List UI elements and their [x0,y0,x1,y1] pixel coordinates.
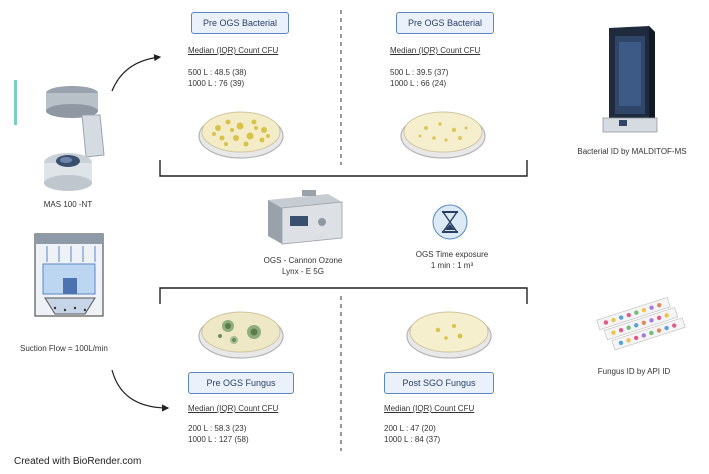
suction-chamber-icon [34,233,104,317]
value-bottom-right-2: 1000 L : 84 (37) [384,435,441,444]
value-top-left-2: 1000 L : 76 (39) [188,79,245,88]
ogs-label-2: Lynx - E 5G [282,267,324,276]
biorender-credit: Created with BioRender.com [14,456,142,467]
pre-ogs-fungus-box: Pre OGS Fungus [188,372,294,394]
bottom-bracket [159,287,528,304]
median-heading-bottom-left: Median (IQR) Count CFU [188,404,279,413]
value-bottom-right-1: 200 L : 47 (20) [384,424,436,433]
exposure-label-1: OGS Time exposure [415,250,489,259]
hourglass-icon [432,204,468,240]
post-sgo-fungus-box: Post SGO Fungus [384,372,494,394]
value-top-right-1: 500 L : 39.5 (37) [390,68,449,77]
exposure-label-2: 1 min : 1 m³ [430,261,474,270]
top-bracket [159,160,528,177]
median-heading-bottom-right: Median (IQR) Count CFU [384,404,475,413]
petri-dish-icon [198,311,284,359]
ogs-label-1: OGS - Cannon Ozone [263,256,343,265]
sampler-label: MAS 100 -NT [43,200,93,209]
api-strip-icon [596,296,686,351]
pre-ogs-bacterial-box-left: Pre OGS Bacterial [191,12,289,34]
suction-flow-label: Suction Flow = 100L/min [20,344,108,353]
arrow-to-bottom [111,369,170,412]
accent-bar [14,80,17,125]
petri-dish-icon [198,111,284,159]
air-sampler-icon [44,86,105,191]
maldi-tof-instrument-icon [602,26,658,133]
arrow-to-top [111,54,162,92]
bacterial-id-label: Bacterial ID by MALDITOF-MS [577,147,687,156]
value-top-left-1: 500 L : 48.5 (38) [188,68,247,77]
top-divider [340,10,342,165]
pre-ogs-bacterial-box-right: Pre OGS Bacterial [396,12,494,34]
value-bottom-left-2: 1000 L : 127 (58) [188,435,249,444]
bottom-divider [340,296,342,451]
ozone-generator-icon [268,190,343,245]
value-top-right-2: 1000 L : 66 (24) [390,79,447,88]
value-bottom-left-1: 200 L : 58.3 (23) [188,424,247,433]
petri-dish-icon [400,111,486,159]
median-heading-top-left: Median (IQR) Count CFU [188,46,279,55]
median-heading-top-right: Median (IQR) Count CFU [390,46,481,55]
fungus-id-label: Fungus ID by API ID [597,367,671,376]
petri-dish-icon [406,311,492,359]
